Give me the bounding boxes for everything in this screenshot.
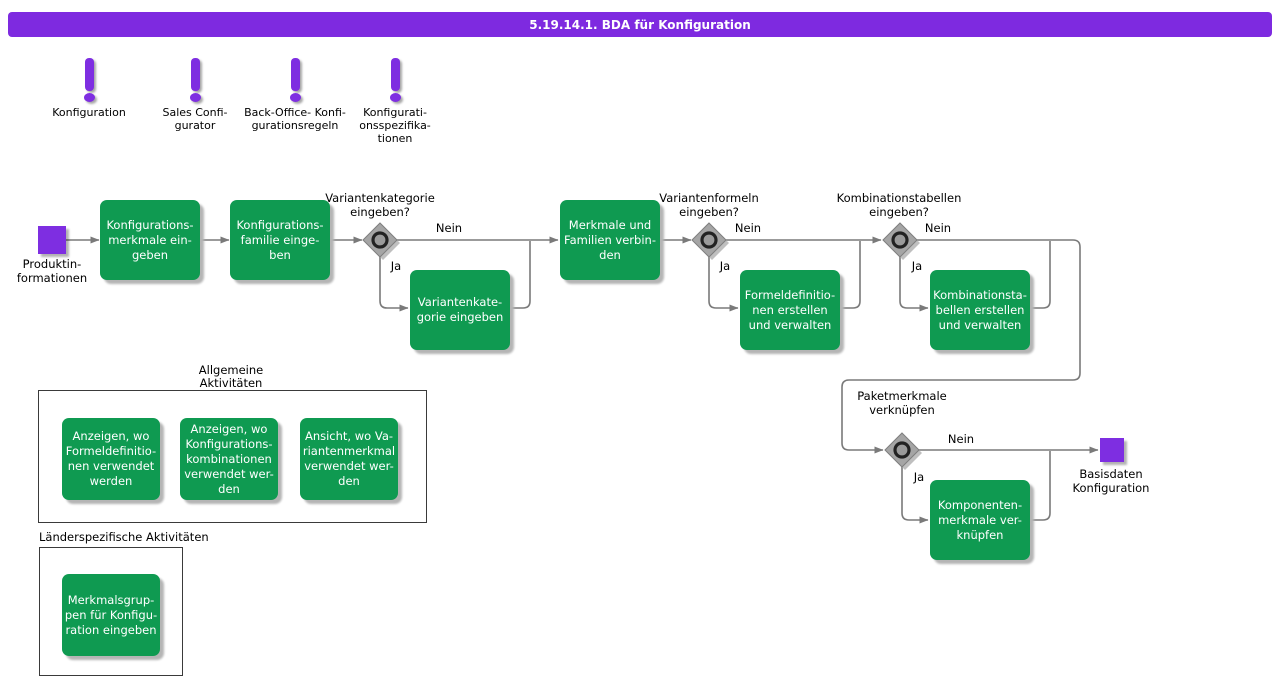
branch-label-nein: Nein — [435, 221, 463, 235]
task-anzeigen-formeldefinitionen[interactable]: Anzeigen, wo Formeldefinitio- nen verwen… — [62, 418, 160, 500]
decision-variantenkategorie-node[interactable] — [362, 222, 400, 260]
branch-label-nein: Nein — [734, 221, 762, 235]
annotation-label: Konfiguration — [52, 106, 126, 119]
start-node[interactable] — [38, 226, 66, 254]
task-variantenkategorie-eingeben[interactable]: Variantenkate- gorie eingeben — [410, 270, 510, 350]
page-title: 5.19.14.1. BDA für Konfiguration — [529, 17, 751, 32]
group-box-laenderspezifische-aktivitaeten — [39, 547, 183, 676]
decision-question-label: Paketmerkmale verknüpfen — [857, 389, 947, 417]
header-bar: 5.19.14.1. BDA für Konfiguration — [8, 12, 1272, 37]
task-merkmale-und-familien-verbinden[interactable]: Merkmale und Familien verbin- den — [560, 200, 660, 280]
end-node-label: Basisdaten Konfiguration — [1072, 467, 1150, 495]
annotation-konfigurationsspezifikationen[interactable]: Konfigurati- onsspezifika- tionen — [330, 58, 460, 145]
task-komponentenmerkmale-verknuepfen[interactable]: Komponenten- merkmale ver- knüpfen — [930, 480, 1030, 560]
end-node[interactable] — [1100, 438, 1124, 462]
annotation-label: Back-Office- Konfi- gurationsregeln — [244, 106, 346, 132]
group-title-laenderspezifische-aktivitaeten: Länderspezifische Aktivitäten — [39, 530, 209, 544]
branch-label-nein: Nein — [924, 221, 952, 235]
exclamation-icon — [289, 58, 301, 102]
decision-variantenformeln-node[interactable] — [691, 222, 729, 260]
task-merkmalsgruppen-eingeben[interactable]: Merkmalsgrup- pen für Konfigu- ration ei… — [62, 574, 160, 656]
group-box-allgemeine-aktivitaeten — [38, 390, 427, 523]
annotation-sales-configurator[interactable]: Sales Confi- gurator — [130, 58, 260, 132]
decision-paketmerkmale-node[interactable] — [884, 432, 922, 470]
annotation-backoffice-konfigurationsregeln[interactable]: Back-Office- Konfi- gurationsregeln — [230, 58, 360, 132]
group-title-allgemeine-aktivitaeten: Allgemeine Aktivitäten — [198, 363, 264, 390]
task-formeldefinitionen-erstellen[interactable]: Formeldefinitio- nen erstellen und verwa… — [740, 270, 840, 350]
exclamation-icon — [83, 58, 95, 102]
branch-label-ja: Ja — [911, 259, 923, 273]
branch-label-ja: Ja — [913, 470, 925, 484]
branch-label-ja: Ja — [719, 259, 731, 273]
decision-question-label: Variantenformeln eingeben? — [659, 191, 759, 219]
decision-kombinationstabellen-node[interactable] — [882, 222, 920, 260]
start-node-label: Produktin- formationen — [16, 257, 88, 285]
branch-label-ja: Ja — [390, 259, 402, 273]
task-kombinationstabellen-erstellen[interactable]: Kombinationsta- bellen erstellen und ver… — [930, 270, 1030, 350]
decision-question-label: Variantenkategorie eingeben? — [325, 191, 435, 219]
task-ansicht-variantenmerkmal[interactable]: Ansicht, wo Va- riantenmerkmal verwendet… — [300, 418, 398, 500]
exclamation-icon — [389, 58, 401, 102]
branch-label-nein: Nein — [947, 432, 975, 446]
task-konfigurationsmerkmale-eingeben[interactable]: Konfigurations- merkmale ein- geben — [100, 200, 200, 280]
decision-question-label: Kombinationstabellen eingeben? — [836, 191, 962, 219]
task-konfigurationsfamilie-eingeben[interactable]: Konfigurations- familie einge- ben — [230, 200, 330, 280]
annotation-konfiguration[interactable]: Konfiguration — [24, 58, 154, 119]
annotation-label: Konfigurati- onsspezifika- tionen — [359, 106, 431, 145]
annotation-label: Sales Confi- gurator — [162, 106, 228, 132]
exclamation-icon — [189, 58, 201, 102]
task-anzeigen-konfigurationskombinationen[interactable]: Anzeigen, wo Konfigurations- kombination… — [180, 418, 278, 500]
